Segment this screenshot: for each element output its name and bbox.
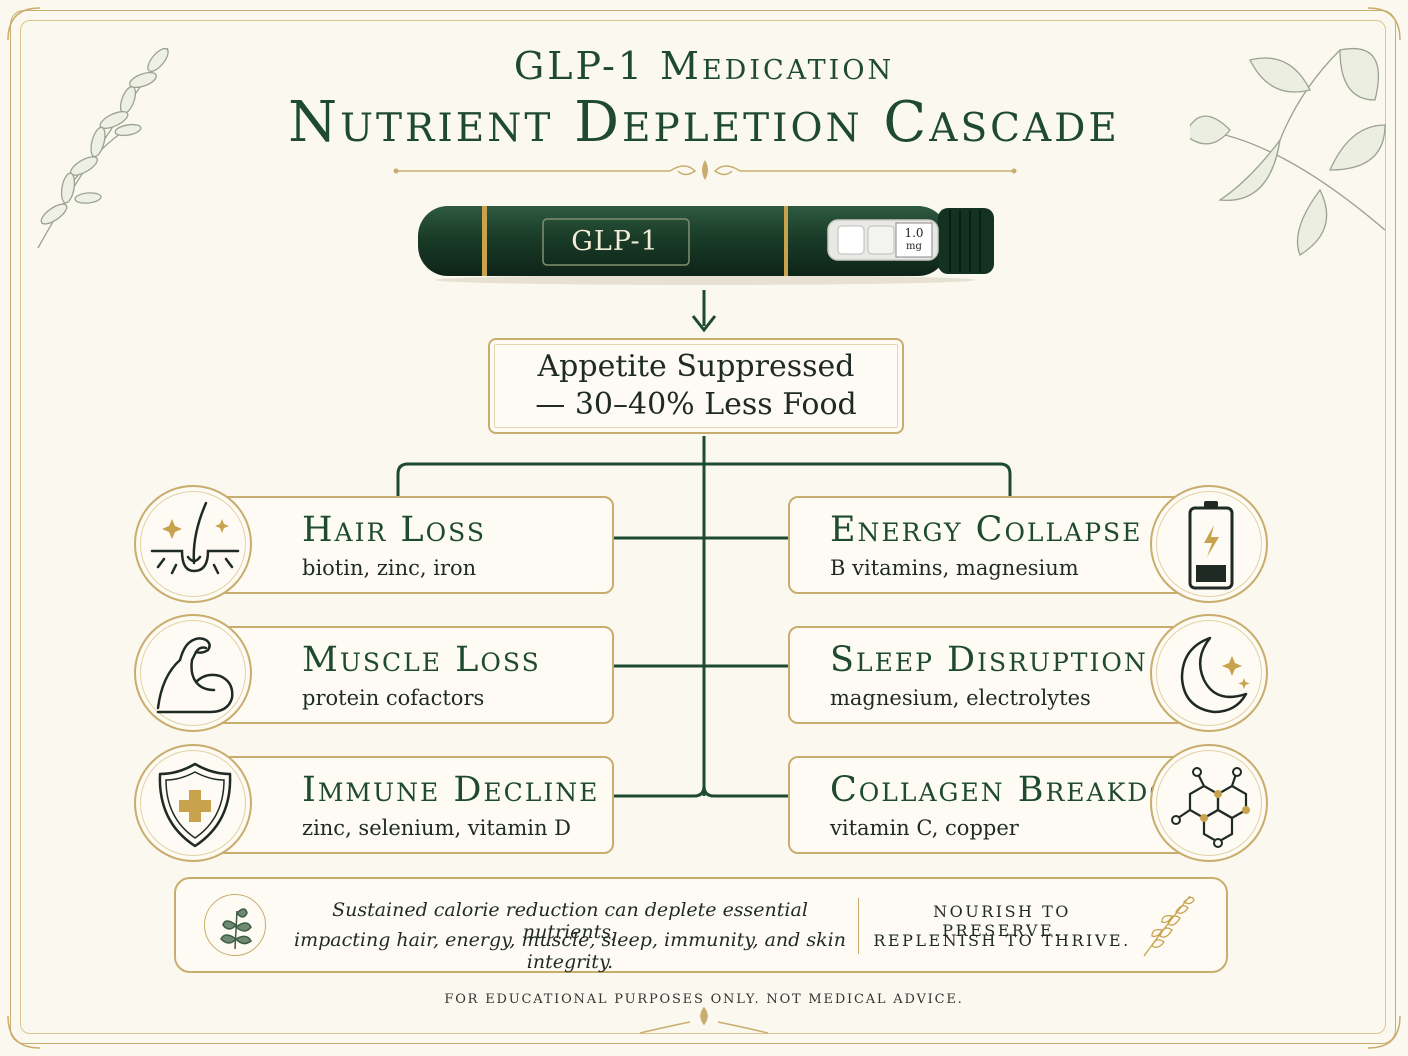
effect-card-hair-loss: Hair Loss biotin, zinc, iron	[182, 496, 614, 594]
molecule-icon-circle	[1150, 744, 1268, 862]
flexed-arm-icon-circle	[134, 614, 252, 732]
moon-stars-icon-circle	[1150, 614, 1268, 732]
pen-dose-unit: mg	[906, 241, 922, 252]
appetite-text: Appetite Suppressed — 30–40% Less Food	[535, 349, 857, 422]
shield-cross-icon	[158, 762, 232, 848]
hair-follicle-icon	[150, 501, 240, 575]
effect-card-energy-collapse: Energy Collapse B vitamins, magnesium	[788, 496, 1220, 594]
effect-title: Immune Decline	[302, 770, 600, 810]
title-divider-flourish	[393, 160, 1017, 180]
effect-title: Sleep Disruption	[830, 640, 1148, 680]
leaf-badge	[204, 894, 266, 956]
shield-cross-icon-circle	[134, 744, 252, 862]
summary-panel	[174, 877, 1228, 973]
effect-title: Muscle Loss	[302, 640, 541, 680]
hair-follicle-icon-circle	[134, 485, 252, 603]
summary-divider	[858, 898, 859, 954]
title-line-1: GLP-1 Medication	[513, 44, 895, 88]
gold-sprig-icon	[1143, 895, 1195, 957]
effect-nutrients: protein cofactors	[302, 686, 485, 710]
tagline-line-1: NOURISH TO PRESERVE.	[933, 902, 1071, 940]
flexed-arm-icon	[156, 637, 234, 714]
glp1-injection-pen	[418, 206, 994, 285]
tagline-line-2: REPLENISH TO THRIVE.	[873, 931, 1131, 950]
effect-nutrients: biotin, zinc, iron	[302, 556, 477, 580]
low-battery-icon	[1188, 501, 1234, 590]
effect-nutrients: vitamin C, copper	[830, 816, 1019, 840]
effect-nutrients: zinc, selenium, vitamin D	[302, 816, 572, 840]
leaf-sprig-icon	[220, 908, 252, 950]
effect-card-sleep-disruption: Sleep Disruption magnesium, electrolytes	[788, 626, 1220, 724]
effect-nutrients: magnesium, electrolytes	[830, 686, 1091, 710]
effect-title: Energy Collapse	[830, 510, 1143, 550]
effect-card-muscle-loss: Muscle Loss protein cofactors	[182, 626, 614, 724]
pen-dose-value: 1.0	[904, 226, 924, 240]
inner-border	[20, 20, 1386, 1034]
summary-line-1: Sustained calorie reduction can deplete …	[332, 899, 808, 943]
moon-stars-icon	[1180, 636, 1250, 714]
pen-label: GLP-1	[571, 226, 659, 257]
botanical-leaves-top-right	[1190, 48, 1386, 256]
outer-border	[10, 10, 1396, 1044]
effect-card-immune-decline: Immune Decline zinc, selenium, vitamin D	[182, 756, 614, 854]
bottom-flourish	[639, 1006, 769, 1034]
summary-line-2: impacting hair, energy, muscle, sleep, i…	[294, 929, 846, 973]
molecule-icon	[1171, 767, 1250, 848]
appetite-suppressed-box: Appetite Suppressed — 30–40% Less Food	[488, 338, 904, 434]
low-battery-icon-circle	[1150, 485, 1268, 603]
effect-title: Hair Loss	[302, 510, 486, 550]
botanical-leaves-top-left	[37, 47, 169, 249]
title-line-2: Nutrient Depletion Cascade	[288, 90, 1120, 155]
disclaimer: FOR EDUCATIONAL PURPOSES ONLY. NOT MEDIC…	[444, 992, 964, 1007]
effect-nutrients: B vitamins, magnesium	[830, 556, 1079, 580]
